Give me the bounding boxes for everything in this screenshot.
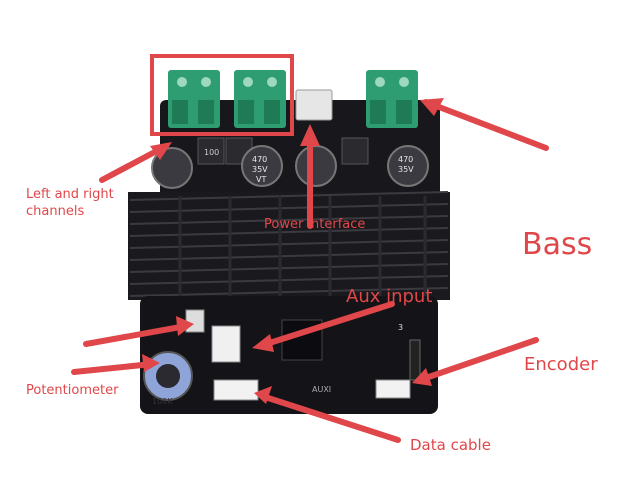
highlight-box	[150, 54, 294, 136]
encoder-header	[409, 339, 421, 381]
label-left-right-line2: channels	[26, 204, 85, 219]
terminal-block-left	[168, 70, 220, 128]
capacitor-voltage-1: 35V	[398, 165, 414, 174]
label-potentiometer: Potentiometer	[26, 383, 119, 398]
capacitor-voltage-2: 35V	[252, 165, 268, 174]
header-left	[185, 309, 205, 333]
capacitor-value-2: 470	[252, 155, 267, 164]
terminal-block-middle	[234, 70, 286, 128]
label-encoder: Encoder	[524, 354, 598, 375]
power-connector	[295, 89, 333, 121]
capacitor-mark-2: VT	[256, 175, 266, 184]
label-aux-input: Aux input	[346, 286, 433, 307]
annotation-arrows	[71, 99, 549, 443]
terminal-block-right	[366, 70, 418, 128]
potentiometer-value: 100K	[152, 397, 173, 406]
label-left-right-line1: Left and right	[26, 187, 114, 202]
connector-aux	[211, 325, 241, 363]
header-mark: 3	[398, 323, 403, 332]
inductor-mark: 100	[204, 148, 219, 157]
arrow-heads	[142, 98, 444, 404]
capacitors	[151, 145, 429, 189]
label-data-cable: Data cable	[410, 436, 491, 454]
label-bass: Bass	[522, 227, 593, 262]
heatsink	[128, 191, 450, 300]
encoder-connector	[375, 379, 411, 399]
capacitor-value-1: 470	[398, 155, 413, 164]
label-power-interface: Power interface	[264, 217, 366, 232]
data-cable-connector	[213, 379, 259, 401]
chip-text: AUXI	[312, 385, 331, 394]
